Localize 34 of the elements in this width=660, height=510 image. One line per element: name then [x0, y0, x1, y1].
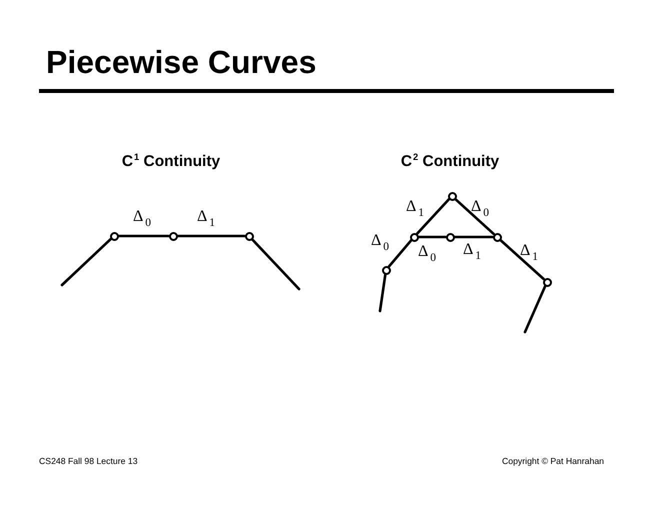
polygon-segment	[524, 284, 546, 334]
polygon-segment	[250, 238, 300, 290]
edge-label: Δ$_{0}$	[133, 208, 152, 226]
polygon-segment	[176, 234, 246, 238]
panel-heading: C$^{1}$ Continuity	[122, 153, 220, 172]
polygon-segment	[454, 198, 495, 236]
control-point	[382, 266, 390, 274]
control-point	[542, 278, 552, 286]
polygon-segment	[388, 239, 412, 268]
polygon-segment	[417, 236, 447, 238]
polygon-segment	[378, 273, 387, 312]
control-point	[446, 232, 454, 242]
edge-label: Δ$_{1}$	[520, 242, 538, 260]
control-point	[110, 232, 118, 240]
polygon-segment	[416, 198, 450, 235]
control-point	[448, 192, 456, 200]
polygon-segment	[499, 238, 545, 280]
edge-label: Δ$_{1}$	[197, 208, 216, 226]
polygon-segment	[117, 234, 170, 238]
edge-label: Δ$_{0}$	[371, 232, 390, 250]
edge-label: Δ$_{0}$	[418, 243, 436, 261]
control-point	[492, 232, 502, 242]
footer-text: CS248 Fall 98 Lecture 13	[39, 456, 138, 466]
copyright-text: Copyright © Pat Hanrahan	[502, 456, 604, 466]
control-point	[410, 232, 418, 242]
control-point	[168, 232, 178, 240]
polygon-segment	[60, 238, 112, 286]
polygon-segment	[453, 236, 494, 238]
edge-label: Δ$_{1}$	[406, 198, 424, 216]
panel-heading: C$^{2}$ Continuity	[400, 153, 500, 172]
slide-title: Piecewise Curves	[46, 43, 316, 82]
edge-label: Δ$_{0}$	[471, 198, 490, 216]
control-point	[244, 232, 254, 240]
edge-label: Δ$_{1}$	[463, 241, 482, 259]
